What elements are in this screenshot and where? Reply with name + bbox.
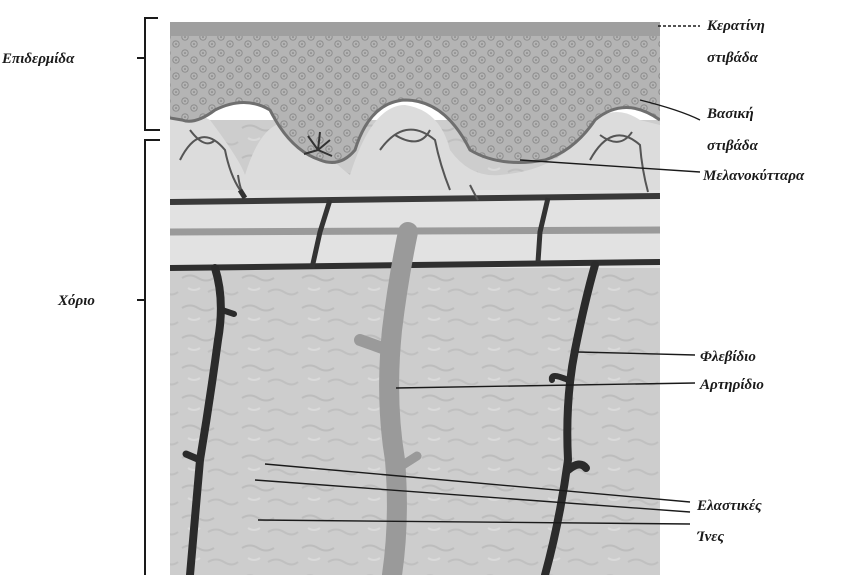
dermis-bracket [137,140,160,575]
keratin-layer-label-line2: στιβάδα [707,50,759,66]
keratin-layer [170,22,660,36]
keratin-layer-label-line1: Κερατίνη [706,18,765,34]
epidermis-bracket [137,18,160,130]
melanocytes-label: Μελανοκύτταρα [702,168,805,184]
basal-layer-label-line2: στιβάδα [707,138,759,154]
elastic-fibers-label-line2: Ίνες [696,529,724,545]
epidermis-label: Επιδερμίδα [1,51,75,67]
dermis-label: Χόριο [57,293,95,309]
elastic-fibers-label-line1: Ελαστικές [696,498,762,514]
venule-label: Φλεβίδιο [700,349,756,365]
arteriole-label: Αρτηρίδιο [699,377,764,393]
basal-layer-label-line1: Βασική [706,106,754,122]
